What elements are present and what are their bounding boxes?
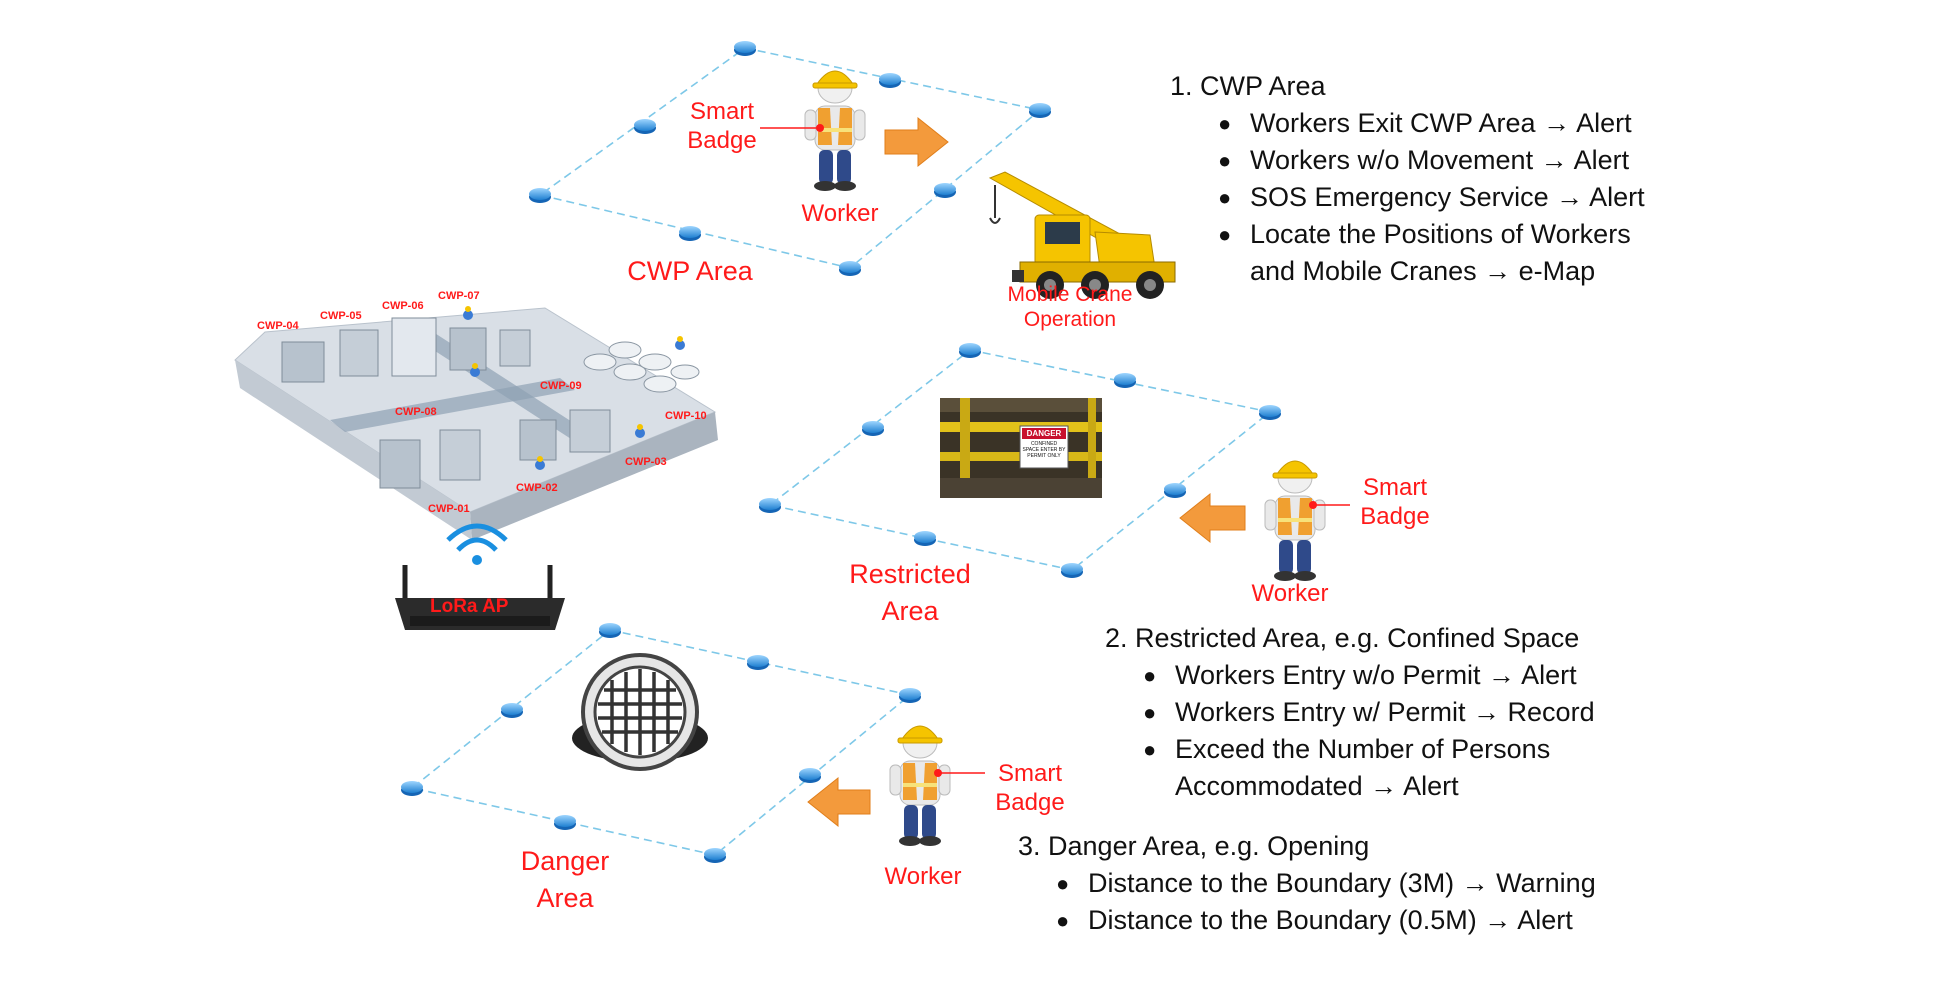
plant-tag: CWP-09 [540, 380, 582, 392]
danger-area-boundary [401, 623, 921, 863]
lora-ap-label: LoRa AP [430, 596, 509, 617]
danger-sign-title: DANGER [1026, 429, 1062, 438]
smart-badge-line1: Smart [1362, 474, 1427, 501]
cwp-area-label: CWP Area [627, 256, 753, 286]
entry-arrow-restricted [1179, 492, 1246, 544]
smart-badge-line1: Smart [689, 98, 754, 125]
plant-tag: CWP-01 [428, 503, 470, 515]
danger-area-line1: Danger [520, 846, 610, 876]
plant-tag: CWP-03 [625, 456, 667, 468]
smart-badge-line2: Badge [687, 126, 757, 154]
danger-area-label: Danger Area [490, 843, 640, 917]
bullet-item: Locate the Positions of Workers [1210, 216, 1645, 253]
plant-tag: CWP-10 [665, 410, 707, 422]
bullet-continuation: Accommodated → Alert [1175, 771, 1459, 801]
section-title: 2. Restricted Area, e.g. Confined Space [1105, 623, 1580, 653]
restricted-area-line2: Area [881, 596, 939, 626]
bullet-item: Distance to the Boundary (3M) → Warning [1048, 865, 1596, 902]
smart-badge-pointer-danger [934, 769, 985, 777]
mobile-crane-label: Mobile Crane Operation [985, 282, 1155, 332]
mobile-crane-image [988, 171, 1176, 299]
cwp-area-boundary [529, 41, 1051, 276]
lora-ap-router [395, 523, 565, 630]
bullet-item: Workers Entry w/ Permit → Record [1135, 694, 1595, 731]
plant-tag: CWP-07 [438, 290, 480, 302]
worker-label-cwp: Worker [801, 200, 879, 227]
worker-figure-cwp [804, 70, 866, 192]
worker-label-danger: Worker [884, 863, 962, 890]
exit-arrow-cwp [884, 116, 949, 168]
worker-label-restricted: Worker [1251, 580, 1329, 607]
manhole-opening-image [572, 653, 708, 771]
restricted-area-label: Restricted Area [835, 556, 985, 630]
smart-badge-label-cwp: Smart Badge [672, 98, 772, 156]
plant-tag: CWP-06 [382, 300, 424, 312]
confined-space-photo [940, 398, 1102, 498]
danger-sign-body: CONFINED SPACE ENTER BY PERMIT ONLY [1022, 441, 1066, 459]
smart-badge-line1: Smart [997, 760, 1062, 787]
smart-badge-line2: Badge [1360, 502, 1430, 530]
worker-figure-danger [889, 725, 951, 847]
bullet-item: Exceed the Number of Persons [1135, 731, 1595, 768]
danger-area-line2: Area [536, 883, 594, 913]
section-title: 3. Danger Area, e.g. Opening [1018, 831, 1370, 861]
restricted-area-line1: Restricted [849, 559, 971, 589]
mobile-crane-line2: Operation [1023, 308, 1117, 332]
plant-isometric-map [234, 306, 718, 540]
bullet-item: SOS Emergency Service → Alert [1210, 179, 1645, 216]
smart-badge-label-restricted: Smart Badge [1345, 474, 1445, 532]
mobile-crane-line1: Mobile Crane [1007, 283, 1133, 306]
plant-tag: CWP-08 [395, 406, 437, 418]
smart-badge-pointer-cwp [760, 124, 824, 132]
plant-tag: CWP-02 [516, 482, 558, 494]
smart-badge-pointer-restricted [1309, 501, 1350, 509]
bullet-item: Distance to the Boundary (0.5M) → Alert [1048, 902, 1596, 939]
section-danger-area: 3. Danger Area, e.g. Opening Distance to… [1018, 828, 1596, 939]
plant-tag: CWP-04 [257, 320, 299, 332]
plant-tag: CWP-05 [320, 310, 362, 322]
smart-badge-line2: Badge [995, 788, 1065, 816]
section-restricted-area: 2. Restricted Area, e.g. Confined Space … [1105, 620, 1595, 805]
bullet-item: Workers Entry w/o Permit → Alert [1135, 657, 1595, 694]
approach-arrow-danger [807, 776, 871, 828]
bullet-item: Workers w/o Movement → Alert [1210, 142, 1645, 179]
section-cwp-area: 1. CWP Area Workers Exit CWP Area → Aler… [1170, 68, 1645, 290]
worker-figure-restricted [1264, 460, 1326, 582]
restricted-area-boundary [759, 343, 1281, 578]
bullet-item: Workers Exit CWP Area → Alert [1210, 105, 1645, 142]
smart-badge-label-danger: Smart Badge [980, 760, 1080, 818]
bullet-continuation: and Mobile Cranes → e-Map [1250, 256, 1596, 286]
section-title: 1. CWP Area [1170, 71, 1326, 101]
